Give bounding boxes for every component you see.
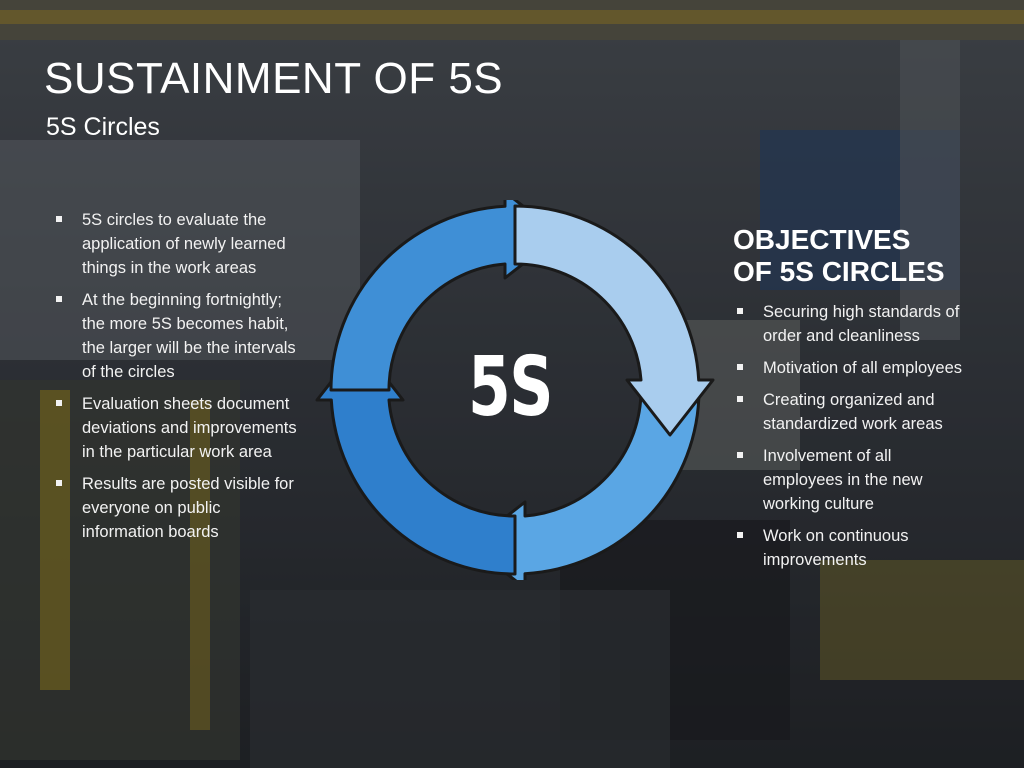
- list-item: Motivation of all employees: [733, 356, 973, 380]
- cycle-arrow-top-right: [513, 204, 715, 437]
- cycle-arrow-top-left: [329, 190, 562, 392]
- objectives-title: OBJECTIVES OF 5S CIRCLES: [733, 224, 945, 288]
- list-item: Securing high standards of order and cle…: [733, 300, 973, 348]
- list-item: Evaluation sheets document deviations an…: [52, 392, 302, 464]
- cycle-arrows-diagram: [315, 190, 715, 590]
- bullet-square-icon: [737, 532, 743, 538]
- objective-text: Securing high standards of order and cle…: [763, 303, 960, 345]
- bullet-text: 5S circles to evaluate the application o…: [82, 211, 286, 277]
- list-item: Involvement of all employees in the new …: [733, 444, 973, 516]
- slide-title: SUSTAINMENT OF 5S: [44, 54, 504, 103]
- list-item: Creating organized and standardized work…: [733, 388, 973, 436]
- objective-text: Motivation of all employees: [763, 359, 963, 377]
- bullet-square-icon: [737, 364, 743, 370]
- objectives-title-line2: OF 5S CIRCLES: [733, 256, 945, 287]
- objective-text: Work on continuous improvements: [763, 527, 909, 569]
- bullet-square-icon: [56, 400, 62, 406]
- bullet-text: Results are posted visible for everyone …: [82, 475, 294, 541]
- objectives-title-line1: OBJECTIVES: [733, 224, 911, 255]
- list-item: Results are posted visible for everyone …: [52, 472, 302, 544]
- bullet-square-icon: [737, 396, 743, 402]
- slide-subtitle: 5S Circles: [46, 113, 160, 141]
- list-item: 5S circles to evaluate the application o…: [52, 208, 302, 280]
- cycle-center-label: 5S: [467, 340, 554, 435]
- bullet-square-icon: [56, 480, 62, 486]
- bullet-square-icon: [737, 308, 743, 314]
- bullet-square-icon: [737, 452, 743, 458]
- cycle-arrow-bottom-left: [315, 343, 517, 576]
- left-bullet-list: 5S circles to evaluate the application o…: [52, 208, 302, 552]
- bullet-square-icon: [56, 216, 62, 222]
- objective-text: Involvement of all employees in the new …: [763, 447, 923, 513]
- bullet-square-icon: [56, 296, 62, 302]
- list-item: At the beginning fortnightly; the more 5…: [52, 288, 302, 384]
- objectives-list: Securing high standards of order and cle…: [733, 300, 973, 580]
- bullet-text: At the beginning fortnightly; the more 5…: [82, 291, 296, 381]
- bullet-text: Evaluation sheets document deviations an…: [82, 395, 297, 461]
- list-item: Work on continuous improvements: [733, 524, 973, 572]
- objective-text: Creating organized and standardized work…: [763, 391, 943, 433]
